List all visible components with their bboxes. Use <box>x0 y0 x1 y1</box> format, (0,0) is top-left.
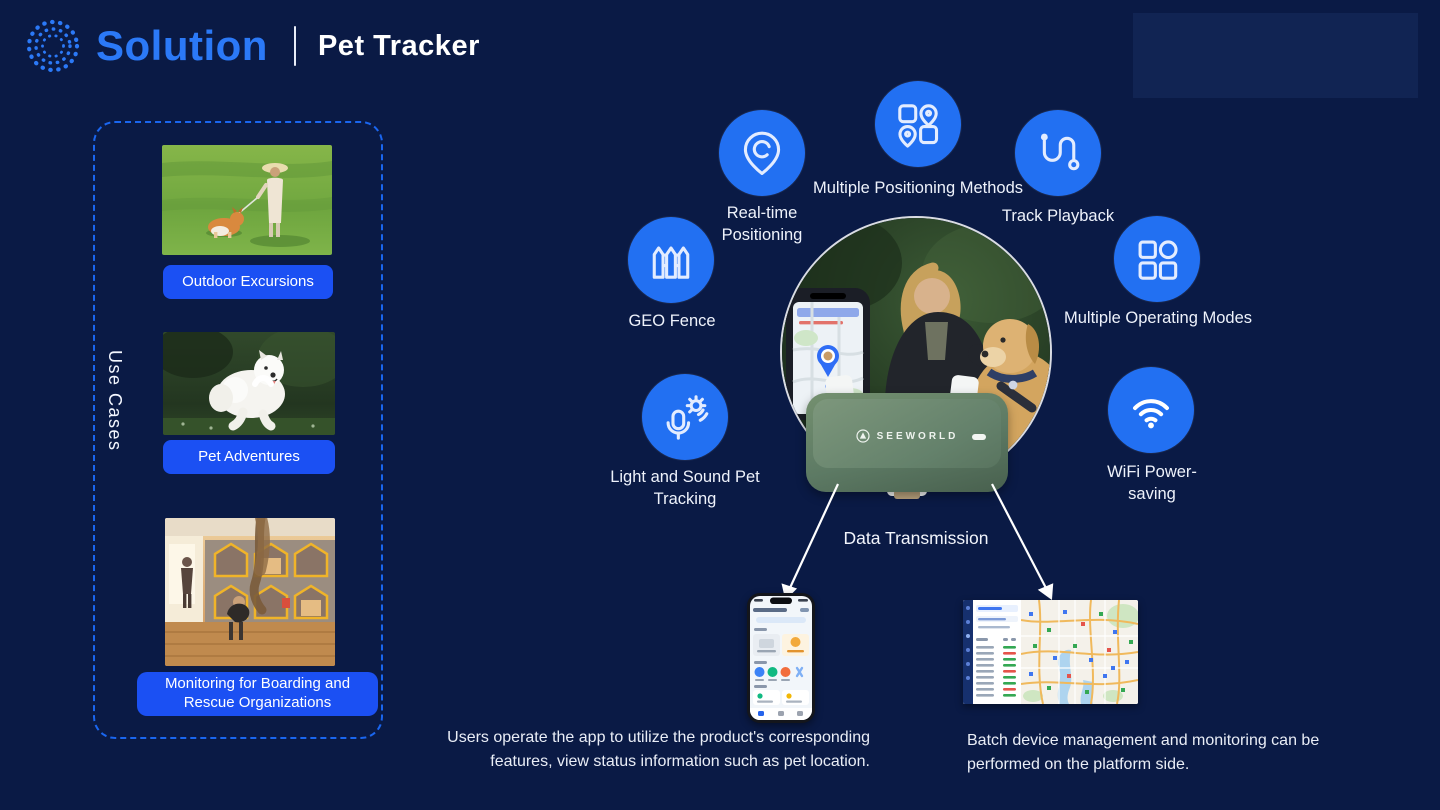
feature-label: Multiple Positioning Methods <box>812 179 1024 197</box>
device-strap <box>894 490 920 499</box>
feature-label: Real-time Positioning <box>721 204 803 244</box>
woman-figure <box>256 163 288 237</box>
data-transmission-label: Data Transmission <box>843 528 989 548</box>
modes-grid-icon <box>1114 216 1200 302</box>
device-led <box>972 434 986 440</box>
feature-label: GEO Fence <box>628 312 716 330</box>
page-title: Pet Tracker <box>317 29 480 62</box>
use-cases-vertical-label: Use Cases <box>105 350 125 452</box>
corgi-dog <box>208 207 244 238</box>
feature-label: Light and Sound Pet Tracking <box>610 468 760 508</box>
person-bending <box>227 596 250 640</box>
feature-label: WiFi Power- saving <box>1107 463 1197 503</box>
feature-label: Multiple Operating Modes <box>1063 309 1252 327</box>
location-pin-icon <box>719 110 805 196</box>
use-case-label-boarding: Monitoring for Boarding and Rescue Organ… <box>137 672 378 716</box>
device-markers <box>1029 610 1133 694</box>
use-case-image-pet-adventures <box>163 332 335 435</box>
device-brand-row: SEEWORLD <box>806 429 1008 443</box>
grid-with-pins-icon <box>875 81 961 167</box>
use-cases-panel <box>93 121 383 739</box>
wifi-icon <box>1108 367 1194 453</box>
use-case-label-text: Monitoring for Boarding and Rescue Organ… <box>164 675 351 711</box>
fence-icon <box>628 217 714 303</box>
use-case-label-outdoor-excursions: Outdoor Excursions <box>163 265 333 299</box>
caretaker-figure <box>181 557 193 608</box>
feature-label: Track Playback <box>1001 207 1115 225</box>
pet-tracker-device: SEEWORLD <box>806 393 1008 492</box>
caption-mobile-app: Users operate the app to utilize the pro… <box>447 729 870 770</box>
microphone-light-icon <box>642 374 728 460</box>
use-case-label-text: Pet Adventures <box>198 447 300 465</box>
map-area <box>1020 600 1138 704</box>
web-platform-screenshot <box>963 600 1138 704</box>
device-top-face <box>813 399 1001 468</box>
header-divider <box>293 26 296 66</box>
header: Solution Pet Tracker <box>24 16 480 76</box>
use-case-image-outdoor-excursions <box>162 145 332 255</box>
seeworld-logo-icon <box>856 429 870 443</box>
use-case-label-pet-adventures: Pet Adventures <box>163 440 335 474</box>
watermark-block <box>1133 13 1418 98</box>
caption-web-platform: Batch device management and monitoring c… <box>967 732 1320 773</box>
use-case-label-text: Outdoor Excursions <box>182 272 314 290</box>
mobile-app-screenshot <box>747 593 815 723</box>
side-panel <box>963 600 1021 704</box>
arrow-to-platform <box>991 483 1048 591</box>
device-brand-text: SEEWORLD <box>876 430 959 442</box>
use-case-image-boarding-facility <box>165 518 335 666</box>
samoyed-dog <box>209 350 285 431</box>
dotted-globe-logo-icon <box>26 19 80 73</box>
arrow-to-app <box>788 483 839 591</box>
route-path-icon <box>1015 110 1101 196</box>
brand-title: Solution <box>96 22 268 69</box>
